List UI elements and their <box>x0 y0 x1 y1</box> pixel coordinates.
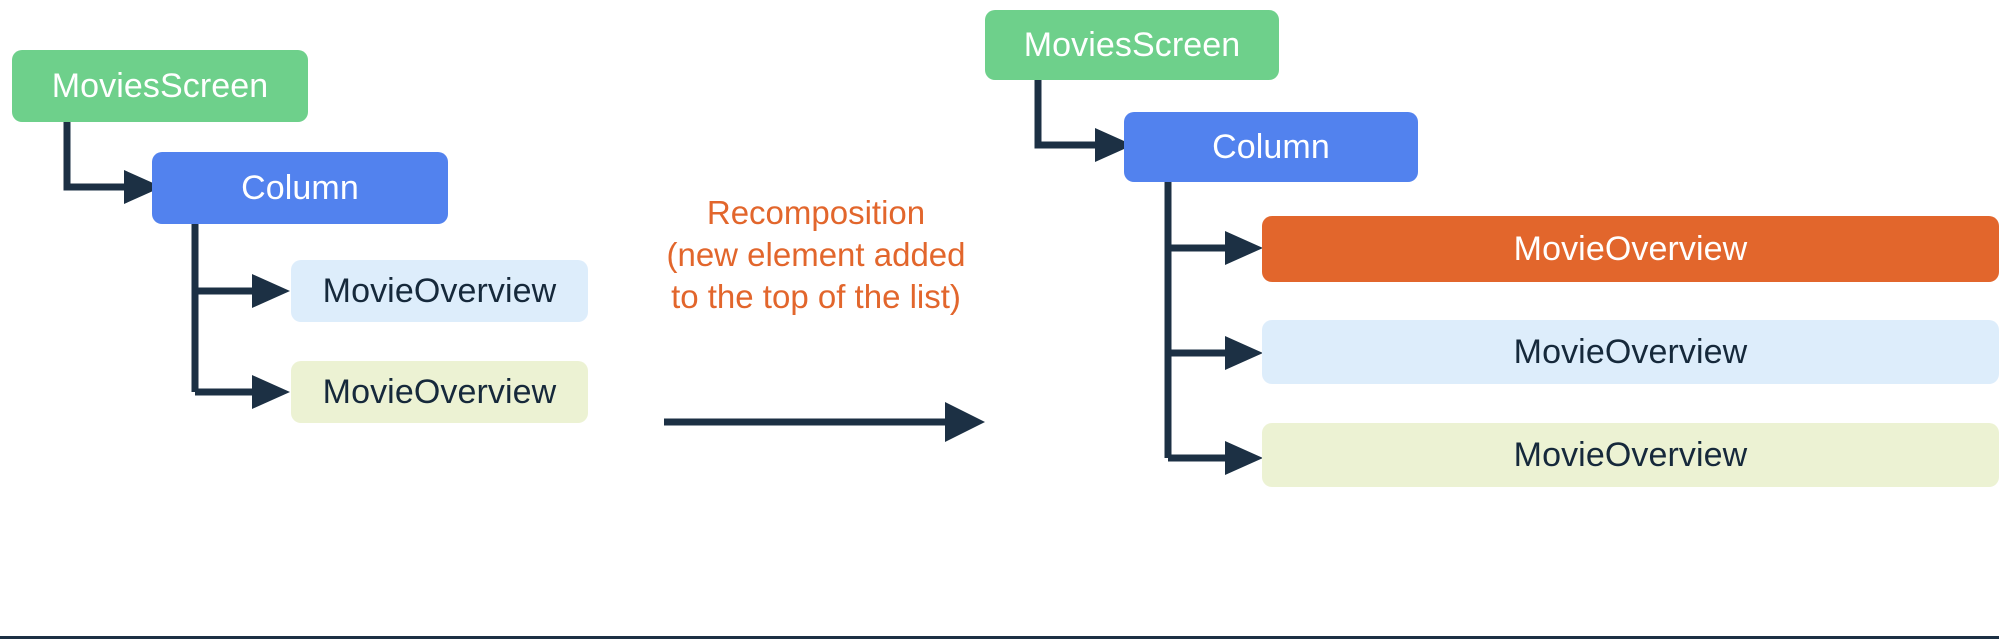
transition-caption-line-1: Recomposition <box>706 194 926 231</box>
left-connector-root-to-column <box>63 122 162 204</box>
transition-caption-line-3: to the top of the list) <box>671 277 961 315</box>
right-node-movies-screen-label: MoviesScreen <box>1023 26 1241 64</box>
right-node-movie-overview-3: MovieOverview <box>1262 423 1999 487</box>
right-node-column-label: Column <box>1212 128 1330 166</box>
bottom-divider <box>0 636 1999 639</box>
transition-caption: Recomposition (new element added to the … <box>666 192 966 318</box>
right-connector-column-to-leaves <box>1164 182 1263 475</box>
right-node-movie-overview-3-label: MovieOverview <box>1513 436 1748 474</box>
transition-arrow-icon <box>664 402 985 442</box>
left-node-movie-overview-2-label: MovieOverview <box>322 373 557 411</box>
right-node-movie-overview-1-label: MovieOverview <box>1513 230 1748 268</box>
left-node-column-label: Column <box>241 169 359 207</box>
right-connector-root-to-column <box>1034 80 1133 162</box>
left-node-movie-overview-1: MovieOverview <box>291 260 588 322</box>
right-node-movie-overview-2: MovieOverview <box>1262 320 1999 384</box>
left-node-movies-screen-label: MoviesScreen <box>51 67 269 105</box>
right-node-movie-overview-2-label: MovieOverview <box>1513 333 1748 371</box>
left-connector-column-to-leaves <box>191 224 290 409</box>
left-node-column: Column <box>152 152 448 224</box>
right-node-movies-screen: MoviesScreen <box>985 10 1279 80</box>
left-node-movies-screen: MoviesScreen <box>12 50 308 122</box>
left-node-movie-overview-1-label: MovieOverview <box>322 272 557 310</box>
transition-caption-line-2: (new element added <box>666 235 966 273</box>
left-node-movie-overview-2: MovieOverview <box>291 361 588 423</box>
right-node-movie-overview-1: MovieOverview <box>1262 216 1999 282</box>
right-node-column: Column <box>1124 112 1418 182</box>
